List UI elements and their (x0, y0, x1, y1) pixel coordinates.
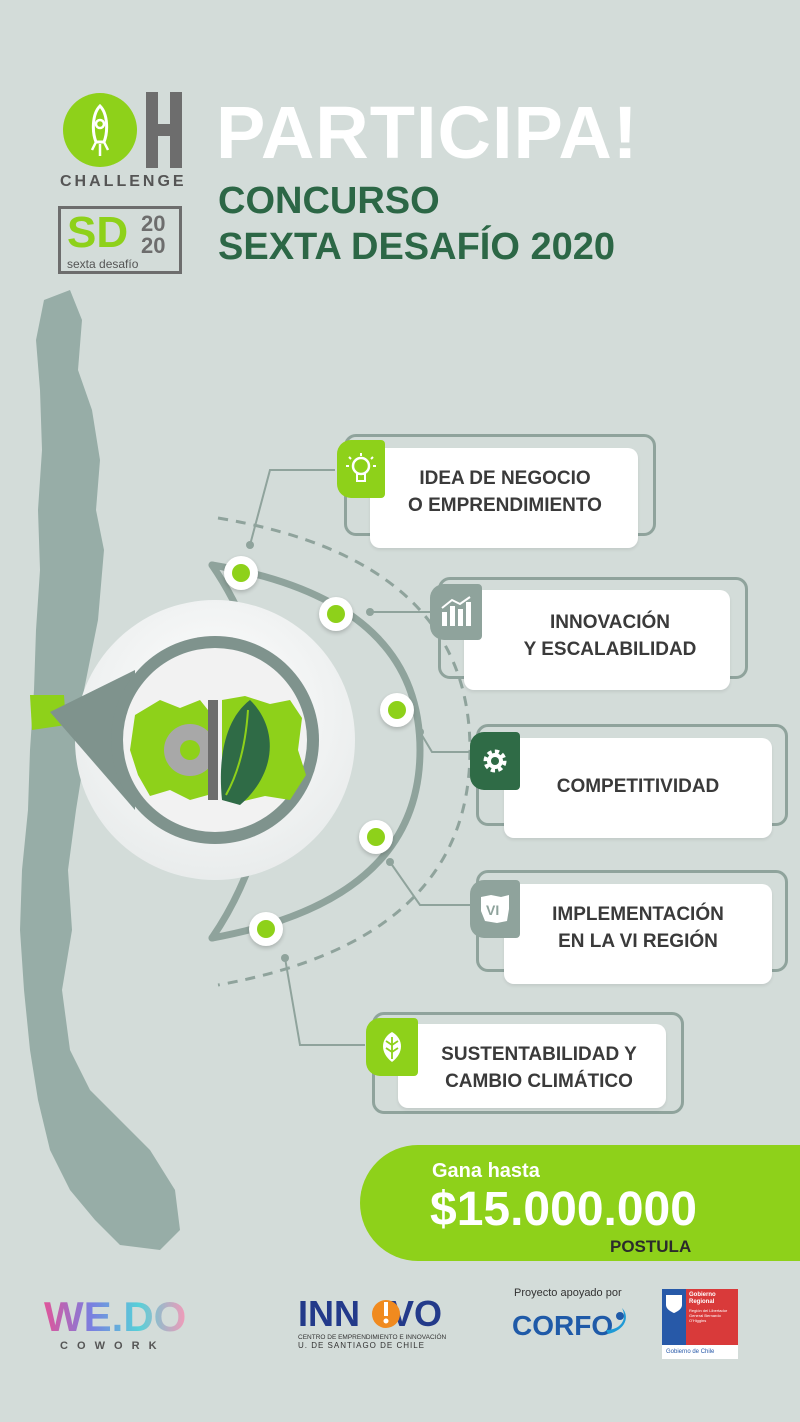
region-map-icon: VI (481, 895, 509, 923)
innovo-text: INN VO (298, 1293, 443, 1334)
criterion-card-sustentabilidad (398, 1024, 666, 1108)
prize-banner[interactable] (360, 1145, 800, 1261)
corfo-logo: CORFO (512, 1310, 613, 1342)
gov-line2: Regional (689, 1299, 715, 1305)
oh-challenge-logo (63, 92, 182, 168)
sd-subtitle: sexta desafío (67, 257, 139, 271)
gear-icon (483, 749, 507, 773)
gov-line1: Gobierno (689, 1292, 716, 1298)
criterion-line2: O EMPRENDIMIENTO (408, 494, 602, 516)
shield-icon (666, 1295, 682, 1313)
criterion-text-idea: IDEA DE NEGOCIO O EMPRENDIMIENTO (385, 466, 625, 519)
bar-chart-icon (441, 596, 471, 626)
page-title: PARTICIPA! (216, 91, 639, 174)
criterion-card-idea (370, 448, 638, 548)
sd2020-logo: SD 20 20 sexta desafío (58, 206, 182, 274)
gov-line3: Región del Libertador (689, 1308, 728, 1313)
central-emblem (50, 600, 355, 880)
criterion-line1: COMPETITIVIDAD (556, 776, 720, 797)
subtitle-line2: SEXTA DESAFÍO 2020 (218, 226, 616, 268)
criterion-card-competitividad (504, 738, 772, 838)
gov-footer: Gobierno de Chile (666, 1349, 715, 1355)
timeline-dot (249, 912, 283, 946)
criterion-line1: IDEA DE NEGOCIO (419, 468, 591, 489)
innovo-subtitle-1: CENTRO DE EMPRENDIMIENTO E INNOVACIÓN (298, 1334, 447, 1341)
criterion-line1: SUSTENTABILIDAD Y (441, 1044, 637, 1065)
criterion-text-implementacion: IMPLEMENTACIÓN EN LA VI REGIÓN (518, 902, 758, 955)
gobierno-regional-logo: Gobierno Regional Región del Libertador … (662, 1289, 738, 1359)
sd-logo-text: SD (67, 208, 129, 257)
criterion-text-competitividad: COMPETITIVIDAD (518, 774, 758, 801)
region-map-icon-badge: VI (470, 880, 520, 938)
leaf-icon (383, 1032, 401, 1062)
timeline-dot (359, 820, 393, 854)
region-label: VI (486, 902, 499, 918)
criterion-text-innovacion: INNOVACIÓN Y ESCALABILIDAD (490, 610, 730, 663)
gov-line5: O'Higgins (689, 1318, 707, 1323)
criterion-line1: IMPLEMENTACIÓN (552, 904, 724, 925)
leaf-icon-badge (366, 1018, 418, 1076)
criterion-line2: EN LA VI REGIÓN (558, 930, 718, 952)
criterion-card-innovacion (464, 590, 730, 690)
wedo-text: WE.DO (44, 1293, 187, 1340)
timeline-dot (319, 597, 353, 631)
subtitle-line1: CONCURSO (218, 180, 440, 222)
sd-year-bottom: 20 (141, 233, 166, 258)
timeline-dot (224, 556, 258, 590)
innovo-logo: INN VO CENTRO DE EMPRENDIMIENTO E INNOVA… (298, 1293, 458, 1351)
criterion-text-sustentabilidad: SUSTENTABILIDAD Y CAMBIO CLIMÁTICO (414, 1042, 664, 1095)
postula-button[interactable]: POSTULA (610, 1237, 692, 1256)
challenge-label: CHALLENGE (60, 173, 187, 190)
criterion-line1: INNOVACIÓN (550, 612, 670, 633)
lightbulb-icon-badge (337, 440, 385, 498)
sd-year-top: 20 (141, 211, 166, 236)
criterion-line2: Y ESCALABILIDAD (523, 638, 697, 660)
innovo-o-icon (372, 1300, 400, 1328)
gear-icon-badge (470, 732, 520, 790)
prize-label: Gana hasta (432, 1160, 540, 1182)
lightbulb-icon (346, 453, 376, 482)
corfo-swoosh-icon (606, 1308, 626, 1334)
criterion-line2: CAMBIO CLIMÁTICO (445, 1070, 633, 1092)
prize-amount: $15.000.000 (430, 1183, 697, 1236)
timeline-dot (380, 693, 414, 727)
criterion-card-implementacion (504, 884, 772, 984)
bar-chart-icon-badge (430, 584, 482, 640)
gov-flag-red (686, 1289, 738, 1345)
chile-map (20, 290, 180, 1250)
cowork-text: C O W O R K (60, 1340, 160, 1352)
corfo-tagline: Proyecto apoyado por (514, 1287, 622, 1299)
innovo-subtitle-2: U. DE SANTIAGO DE CHILE (298, 1341, 426, 1350)
gov-line4: General Bernardo (689, 1313, 721, 1318)
wedo-logo: WE.DO (44, 1296, 186, 1338)
corfo-text: CORFO (512, 1310, 614, 1341)
